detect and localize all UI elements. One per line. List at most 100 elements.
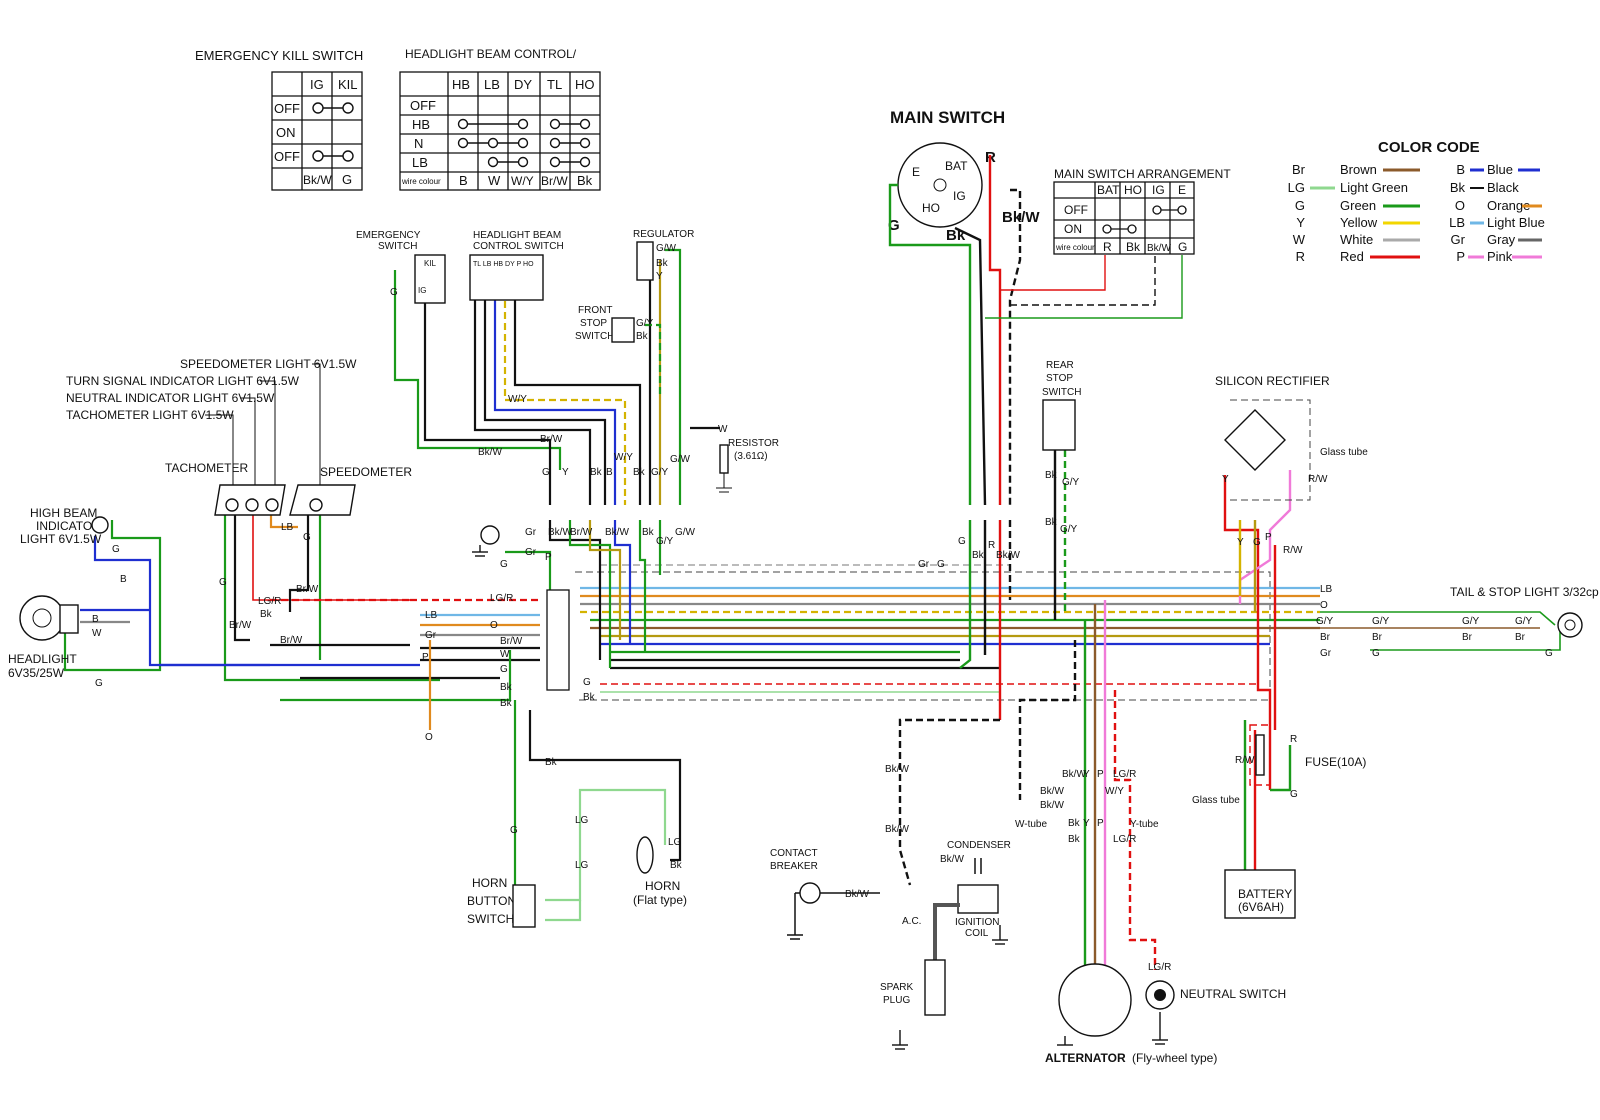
tag-gy-rs: G/Y: [1062, 477, 1080, 488]
tag-br-tail2: Br: [1372, 632, 1383, 643]
high-beam-label-1: HIGH BEAM: [30, 506, 97, 520]
cc-br-name: Brown: [1340, 162, 1377, 177]
ms-terminal-ho: HO: [922, 201, 940, 215]
tag-g-horn: G: [510, 825, 518, 836]
cc-r-abbr: R: [1296, 249, 1305, 264]
tag-wy-2: W/Y: [614, 452, 633, 463]
indicator-lamp-notes: SPEEDOMETER LIGHT 6V1.5W TURN SIGNAL IND…: [66, 357, 357, 485]
tag-bkw-conn2: Bk/W: [605, 527, 629, 538]
horn-button-label-2: BUTTON: [467, 894, 516, 908]
tag-gw-conn: G/W: [675, 527, 696, 538]
tag-gy-tail2: G/Y: [1372, 616, 1390, 627]
tag-w-hl: W: [92, 628, 102, 639]
emergency-switch-kil: KIL: [424, 259, 437, 268]
spark-plug-label-1: SPARK: [880, 982, 913, 993]
tag-g-fuse: G: [1290, 789, 1298, 800]
ignition-coil-label-2: COIL: [965, 928, 989, 939]
tag-bk-ms: Bk: [972, 550, 985, 561]
beam-control-table: HEADLIGHT BEAM CONTROL/ HB LB DY TL HO O…: [399, 47, 601, 191]
tag-brw-3: Br/W: [280, 635, 303, 646]
msa-col-bat: BAT: [1097, 183, 1120, 197]
tag-lb-1: LB: [281, 522, 294, 533]
regulator: REGULATOR G/W Bk Y: [633, 229, 694, 282]
front-stop-pin-gy: G/Y: [636, 318, 654, 329]
tag-bk-conn: Bk: [642, 527, 655, 538]
cc-lg-abbr: LG: [1288, 180, 1305, 195]
tag-b-sw: B: [606, 467, 613, 478]
tag-rw-rect2: R/W: [1283, 545, 1303, 556]
tag-g-rect: G: [1253, 537, 1261, 548]
left-wiring: [63, 248, 720, 922]
tag-b-hb: B: [120, 574, 127, 585]
tag-p-1: P: [422, 652, 429, 663]
tag-brw-conn: Br/W: [570, 527, 593, 538]
msa-col-e: E: [1178, 183, 1186, 197]
tag-g-gnd: G: [500, 559, 508, 570]
msa-title: MAIN SWITCH ARRANGEMENT: [1054, 167, 1231, 181]
tag-br-tail4: Br: [1515, 632, 1526, 643]
tag-gr-2: Gr: [525, 547, 537, 558]
tag-g-sw: G: [542, 467, 550, 478]
tail-light-label: TAIL & STOP LIGHT 3/32cp: [1450, 585, 1599, 599]
tag-bk-horn2: Bk: [670, 860, 683, 871]
tag-bkw-conn: Bk/W: [548, 527, 572, 538]
alternator-label: ALTERNATOR: [1045, 1051, 1126, 1065]
contact-breaker: CONTACT BREAKER: [770, 848, 880, 940]
tag-lb-2: LB: [425, 610, 438, 621]
tag-br-tail3: Br: [1462, 632, 1473, 643]
emergency-switch-label-2: SWITCH: [378, 241, 417, 252]
rear-stop-label-3: SWITCH: [1042, 387, 1081, 398]
cc-b-name: Blue: [1487, 162, 1513, 177]
cc-lg-name: Light Green: [1340, 180, 1408, 195]
emergency-switch-label-1: EMERGENCY: [356, 230, 421, 241]
wire-tags: G B B W G G LG/R Bk Br/W Br/W Br/W LB G …: [92, 287, 1553, 973]
tag-g-ms: G: [958, 536, 966, 547]
beam-col-hb: HB: [452, 77, 470, 92]
y-tube-label: Y-tube: [1130, 819, 1159, 830]
high-tension-lead: [933, 903, 960, 960]
kill-switch-title: EMERGENCY KILL SWITCH: [195, 48, 363, 63]
main-switch-arrangement: MAIN SWITCH ARRANGEMENT BAT HO IG E OFF …: [1053, 167, 1231, 255]
tag-brw-1: Br/W: [296, 584, 319, 595]
horn: HORN (Flat type): [633, 836, 687, 907]
tag-y-alt: Y: [1083, 769, 1090, 780]
tag-o-tail: O: [1320, 600, 1328, 611]
alternator-sub: (Fly-wheel type): [1132, 1051, 1217, 1065]
tag-bk-alt: Bk: [1068, 818, 1081, 829]
contact-breaker-label-2: BREAKER: [770, 861, 818, 872]
tag-g-hb: G: [112, 544, 120, 555]
tag-o-1: O: [490, 620, 498, 631]
tag-w-res: W: [718, 424, 728, 435]
cc-br-abbr: Br: [1292, 162, 1306, 177]
msa-footer-r: R: [1103, 240, 1112, 254]
tag-bkw-alt3: Bk/W: [1040, 800, 1064, 811]
tag-bk-horn: Bk: [545, 757, 558, 768]
tag-br-tail: Br: [1320, 632, 1331, 643]
tag-lg-1: LG: [575, 815, 589, 826]
beam-col-lb: LB: [484, 77, 500, 92]
front-stop-label-3: SWITCH: [575, 331, 614, 342]
cc-bk-name: Black: [1487, 180, 1519, 195]
tag-p-2: P: [545, 552, 552, 563]
kill-col-ig: IG: [310, 77, 324, 92]
cc-lb-name: Light Blue: [1487, 215, 1545, 230]
cc-w-name: White: [1340, 232, 1373, 247]
ignition-coil-label-1: IGNITION: [955, 917, 999, 928]
tag-bk-rs: Bk: [1045, 470, 1058, 481]
fuse: FUSE(10A) Glass tube: [1192, 724, 1366, 806]
beam-row-n: N: [414, 136, 423, 151]
tag-y-alt2: Y: [1083, 818, 1090, 829]
tag-rw-fuse: R/W: [1235, 755, 1255, 766]
tag-g-hl: G: [95, 678, 103, 689]
tag-bk-1: Bk: [260, 609, 273, 620]
neutral-switch: NEUTRAL SWITCH: [1145, 980, 1286, 1010]
tag-gr-conn: Gr: [525, 527, 537, 538]
cc-g-abbr: G: [1295, 198, 1305, 213]
tag-wy-1: W/Y: [508, 394, 527, 405]
tag-bk-sw: Bk: [590, 467, 603, 478]
tag-bkw-cb3: Bk/W: [845, 889, 869, 900]
tag-lgr-alt: LG/R: [1113, 769, 1136, 780]
beam-footer-3: Br/W: [541, 174, 568, 188]
horn-button-switch: HORN BUTTON SWITCH: [467, 876, 536, 928]
cc-gr-name: Gray: [1487, 232, 1516, 247]
